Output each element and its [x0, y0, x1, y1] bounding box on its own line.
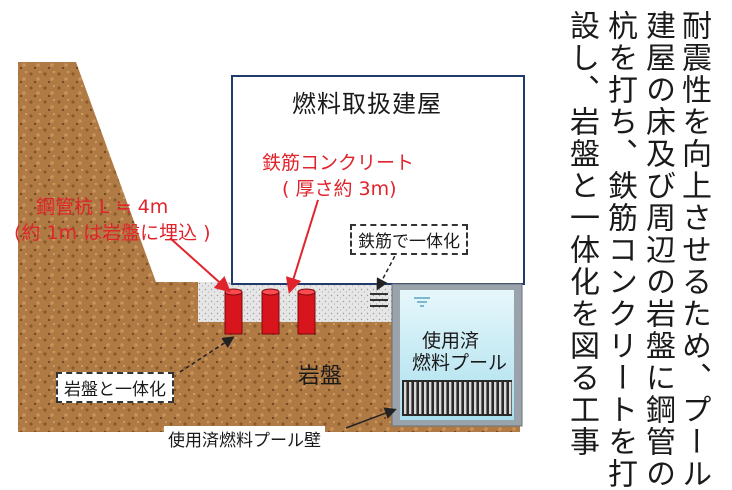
pile-arrow: [169, 237, 231, 293]
bedrock-label: 岩盤: [298, 364, 343, 389]
fuel-assembly: [489, 382, 492, 414]
pool-label-2: 燃料プール: [412, 352, 508, 374]
fuel-assembly: [439, 382, 442, 414]
pool-wall-arrow: [345, 407, 397, 429]
steel-pile: [224, 291, 243, 335]
concrete-thickness-label: ( 厚さ約 3m): [282, 178, 397, 200]
description-column-3: 杭を打ち、鉄筋コンクリートを打: [602, 10, 637, 490]
concrete-label: 鉄筋コンクリート: [262, 152, 415, 174]
fuel-assembly: [404, 382, 407, 414]
fuel-assembly: [464, 382, 467, 414]
description-column-1: 耐震性を向上させるため、プール: [676, 10, 711, 490]
fuel-assembly: [469, 382, 472, 414]
fuel-assembly: [419, 382, 422, 414]
fuel-assembly: [444, 382, 447, 414]
fuel-assembly: [509, 382, 512, 414]
fuel-assembly: [479, 382, 482, 414]
steel-pile: [261, 291, 280, 335]
bedrock-note: 岩盤と一体化: [56, 372, 174, 403]
rebar-marks: [370, 293, 388, 307]
fuel-assembly: [494, 382, 497, 414]
fuel-assembly: [424, 382, 427, 414]
description-column-4: 設し、岩盤と一体化を図る工事: [564, 10, 599, 458]
pile-label: 鋼管杭 L ≒ 4m: [36, 196, 169, 218]
fuel-assembly: [449, 382, 452, 414]
concrete-arrow: [285, 199, 319, 294]
fuel-assembly: [454, 382, 457, 414]
description-column-2: 建屋の床及び周辺の岩盤に鋼管の: [640, 10, 675, 490]
fuel-assembly: [474, 382, 477, 414]
building-label: 燃料取扱建屋: [292, 90, 442, 118]
fuel-rack: [402, 380, 512, 416]
rebar-note: 鉄筋で一体化: [350, 224, 468, 255]
fuel-assembly: [459, 382, 462, 414]
pool-wall-label: 使用済燃料プール壁: [164, 426, 325, 451]
fuel-assembly: [499, 382, 502, 414]
steel-piles: [224, 288, 316, 335]
bedrock-note-arrow: [179, 336, 235, 373]
pool-water-marks: [414, 297, 430, 307]
rebar-arrow: [376, 249, 399, 291]
fuel-assembly: [409, 382, 412, 414]
diagram: 耐震性を向上させるため、プール 建屋の床及び周辺の岩盤に鋼管の 杭を打ち、鉄筋コ…: [14, 10, 711, 490]
fuel-assembly: [434, 382, 437, 414]
fuel-assembly: [429, 382, 432, 414]
fuel-assembly: [484, 382, 487, 414]
fuel-assembly: [504, 382, 507, 414]
steel-pile: [297, 291, 316, 335]
pile-embed-label: (約 1m は岩盤に埋込 ): [14, 222, 211, 244]
fuel-assembly: [414, 382, 417, 414]
pool-label: 使用済: [422, 330, 480, 352]
